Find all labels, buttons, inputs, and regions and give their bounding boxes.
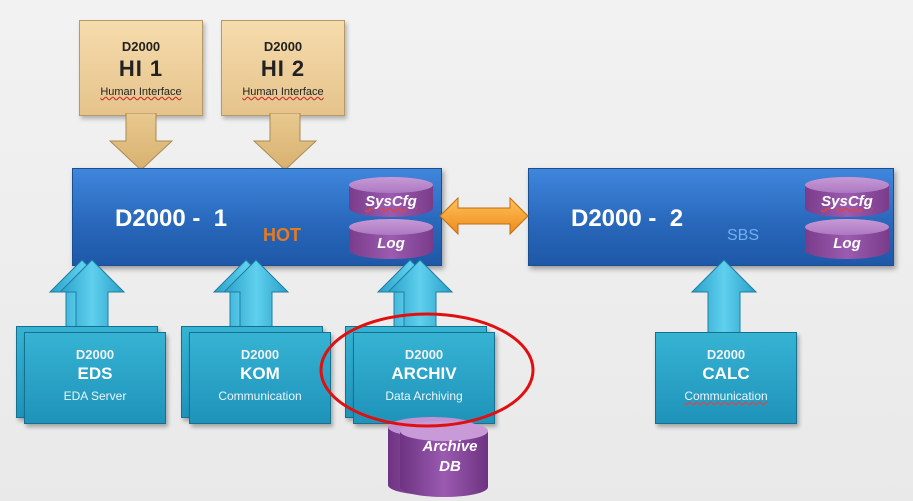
calc-subtitle: Communication bbox=[684, 389, 768, 403]
kom-up-arrow bbox=[212, 259, 290, 336]
sync-double-arrow bbox=[439, 196, 529, 236]
archiv-brand: D2000 bbox=[404, 347, 444, 362]
kom-name: KOM bbox=[240, 364, 280, 383]
eds-box[interactable]: D2000 EDS EDA Server bbox=[24, 332, 166, 424]
server-2-syscfg-db[interactable]: SysCfg bbox=[805, 177, 889, 217]
calc-up-arrow bbox=[690, 259, 758, 336]
server-2-panel[interactable]: D2000 - 2 SBS SysCfg Log bbox=[528, 168, 894, 266]
eds-subtitle: EDA Server bbox=[63, 389, 127, 403]
server-1-title: D2000 - 1 bbox=[115, 205, 228, 232]
kom-brand: D2000 bbox=[240, 347, 280, 362]
hi-2-subtitle: Human Interface bbox=[242, 86, 324, 98]
server-2-log-label: Log bbox=[833, 235, 861, 252]
hi-2-down-arrow bbox=[252, 113, 318, 171]
server-2-title: D2000 - 2 bbox=[571, 205, 684, 232]
server-2-syscfg-label: SysCfg bbox=[821, 193, 873, 210]
hi-2-name: HI 2 bbox=[260, 56, 306, 81]
eds-brand: D2000 bbox=[75, 347, 115, 362]
hi-2-brand: D2000 bbox=[263, 39, 303, 54]
server-1-log-label: Log bbox=[377, 235, 405, 252]
server-1-syscfg-db[interactable]: SysCfg bbox=[349, 177, 433, 217]
hi-2-box[interactable]: D2000 HI 2 Human Interface bbox=[221, 20, 345, 116]
archive-db-label-2: DB bbox=[439, 458, 461, 475]
hi-1-subtitle: Human Interface bbox=[100, 86, 182, 98]
archiv-box[interactable]: D2000 ARCHIV Data Archiving bbox=[353, 332, 495, 424]
archive-db-label-1: Archive bbox=[422, 438, 478, 455]
server-1-syscfg-label: SysCfg bbox=[365, 193, 417, 210]
hi-1-box[interactable]: D2000 HI 1 Human Interface bbox=[79, 20, 203, 116]
server-1-panel[interactable]: D2000 - 1 HOT SysCfg Log bbox=[72, 168, 442, 266]
server-2-log-db[interactable]: Log bbox=[805, 219, 889, 259]
calc-box[interactable]: D2000 CALC Communication bbox=[655, 332, 797, 424]
eds-up-arrow bbox=[48, 259, 126, 336]
calc-name: CALC bbox=[702, 364, 750, 383]
kom-box[interactable]: D2000 KOM Communication bbox=[189, 332, 331, 424]
archive-db-icon bbox=[388, 417, 488, 497]
hi-1-down-arrow bbox=[108, 113, 174, 171]
server-2-state: SBS bbox=[727, 227, 760, 244]
archiv-highlight-ellipse bbox=[319, 312, 535, 428]
server-1-state: HOT bbox=[263, 225, 301, 245]
eds-name: EDS bbox=[77, 364, 113, 383]
kom-subtitle: Communication bbox=[218, 389, 302, 403]
server-1-log-db[interactable]: Log bbox=[349, 219, 433, 259]
archiv-subtitle: Data Archiving bbox=[385, 389, 463, 403]
calc-brand: D2000 bbox=[706, 347, 746, 362]
hi-1-brand: D2000 bbox=[121, 39, 161, 54]
archiv-name: ARCHIV bbox=[391, 364, 457, 383]
hi-1-name: HI 1 bbox=[118, 56, 164, 81]
